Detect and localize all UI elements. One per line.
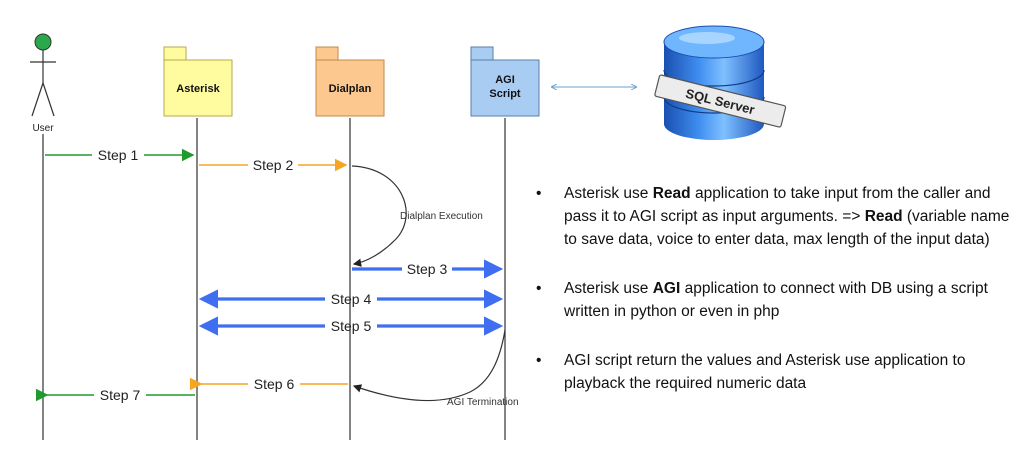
agi-package-label-line2: Script — [489, 88, 521, 100]
actor-label: User — [32, 123, 54, 134]
agi-termination-loop — [352, 329, 506, 402]
step-7-label: Step 7 — [100, 387, 141, 403]
asterisk-package-tab — [163, 46, 187, 62]
explanation-bullets: • Asterisk use Read application to take i… — [536, 182, 1016, 421]
agi-termination-label: AGI Termination — [447, 397, 519, 408]
db-label-plate-rect — [654, 74, 787, 128]
dialplan-package: Dialplan — [315, 46, 385, 117]
bullet-2-text-2: application to connect with DB using a s… — [564, 280, 988, 320]
step-5-label: Step 5 — [331, 318, 372, 334]
step-3-message: Step 3 — [352, 259, 504, 279]
bullet-2-text-1: Asterisk use — [564, 280, 653, 297]
step-3-label: Step 3 — [407, 261, 448, 277]
bullet-2-keyword-agi: AGI — [652, 280, 681, 297]
bullet-dot: • — [536, 352, 542, 369]
step-5-message: Step 5 — [198, 316, 504, 336]
step-6-label: Step 6 — [254, 376, 295, 392]
db-label-plate: SQL Server — [654, 74, 787, 128]
dialplan-package-body — [315, 59, 385, 117]
bullet-agi-return: • AGI script return the values and Asteri… — [536, 349, 1016, 395]
step-2-label: Step 2 — [253, 157, 294, 173]
bullet-dot: • — [536, 185, 542, 202]
step-4-label: Step 4 — [331, 291, 372, 307]
step-6-message: Step 6 — [189, 376, 348, 392]
dialplan-package-label: Dialplan — [329, 83, 372, 95]
dialplan-execution-label: Dialplan Execution — [400, 211, 483, 222]
bullet-1-keyword-read-2: Read — [864, 208, 903, 225]
bullet-1-text-2: application to take input from the calle… — [564, 185, 991, 225]
step-1-label: Step 1 — [98, 147, 139, 163]
asterisk-package-body — [163, 59, 233, 117]
step-7-message: Step 7 — [35, 387, 195, 403]
bullet-dot: • — [536, 280, 542, 297]
user-actor: User — [30, 33, 56, 134]
agi-package-body — [470, 59, 540, 117]
actor-head — [34, 33, 52, 51]
bullet-read-application: • Asterisk use Read application to take i… — [536, 182, 1016, 251]
actor-left-leg — [31, 82, 44, 117]
agi-script-package: AGI Script — [470, 46, 540, 117]
bullet-1-text-3: (variable name to save data, voice to en… — [564, 208, 1010, 248]
asterisk-package-label: Asterisk — [176, 83, 220, 95]
actor-right-leg — [42, 82, 55, 117]
step-1-message: Step 1 — [45, 147, 195, 163]
bullet-agi-application: • Asterisk use AGI application to connect… — [536, 277, 1016, 323]
agi-package-tab — [470, 46, 494, 62]
db-cylinder-shine — [679, 32, 735, 44]
dialplan-package-tab — [315, 46, 339, 62]
bullet-1-keyword-read: Read — [652, 185, 691, 202]
agi-package-label-line1: AGI — [495, 74, 515, 86]
dialplan-execution-loop — [351, 165, 407, 267]
step-2-message: Step 2 — [199, 157, 348, 173]
step-4-message: Step 4 — [198, 289, 504, 309]
bullet-3-text-1: AGI script return the values and Asteris… — [564, 352, 966, 392]
asterisk-package: Asterisk — [163, 46, 233, 117]
sql-server-database-icon: SQL Server — [654, 25, 787, 140]
bullet-1-text-1: Asterisk use — [564, 185, 653, 202]
